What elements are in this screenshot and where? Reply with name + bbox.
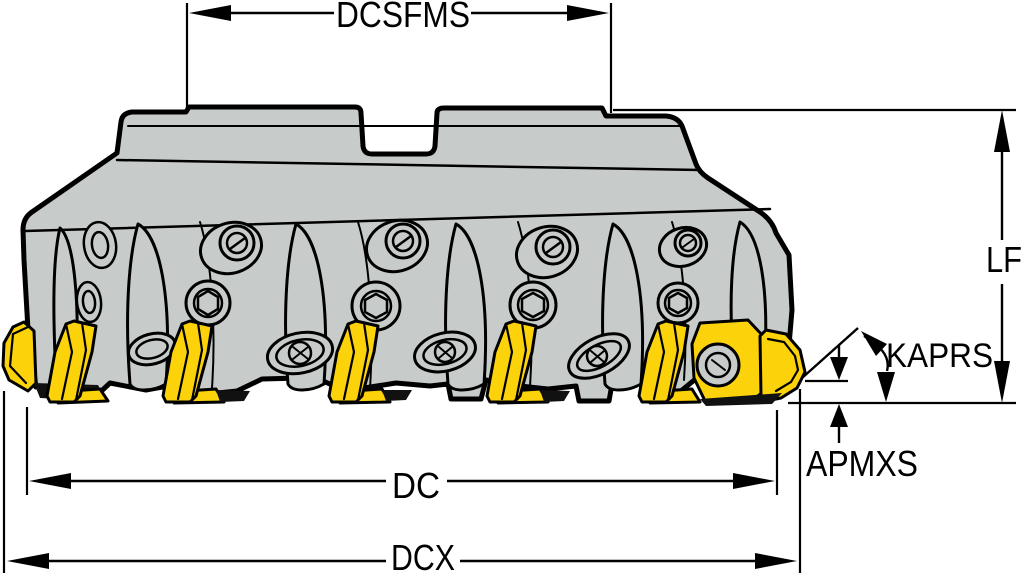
insert-profile-left: [1, 320, 38, 393]
dimension-dcsfms: DCSFMS: [185, 0, 613, 113]
arrowhead-down: [994, 361, 1010, 403]
top-clamp-screws: [75, 218, 709, 324]
arrowhead-left: [189, 5, 231, 21]
insert-profile-right: [700, 328, 807, 406]
dimension-kaprs: KAPRS: [801, 327, 993, 402]
arrowhead-right: [755, 553, 797, 569]
hex-socket-screws: [184, 279, 700, 332]
dimension-dcx: DCX: [2, 389, 802, 578]
label-lf: LF: [986, 239, 1022, 280]
arrowhead-right: [733, 473, 775, 489]
insert-b: [161, 319, 250, 405]
cutting-inserts: [1, 318, 807, 406]
arrowhead-apmxs-down: [830, 357, 848, 380]
arrowhead-left: [29, 473, 71, 489]
label-dc: DC: [392, 465, 440, 506]
label-dcx: DCX: [391, 537, 455, 578]
arrowhead-left: [7, 553, 49, 569]
arrowhead-arc-upper: [861, 331, 887, 356]
insert-front-right: [690, 318, 768, 405]
arrowhead-apmxs-up: [830, 404, 848, 427]
dimension-dc: DC: [25, 407, 779, 506]
dimension-lf: LF: [613, 108, 1022, 405]
insert-e: [637, 319, 702, 405]
insert-d: [485, 319, 570, 405]
label-dcsfms: DCSFMS: [336, 0, 470, 35]
cutter-body: [1, 104, 807, 406]
insert-a: [45, 319, 110, 405]
dimension-apmxs: APMXS: [805, 345, 918, 484]
insert-clamps: [126, 330, 631, 380]
label-kaprs: KAPRS: [886, 337, 993, 375]
arrowhead-arc-lower: [877, 372, 895, 402]
arrowhead-up: [994, 110, 1010, 152]
arrowhead-right: [567, 5, 609, 21]
insert-c: [327, 319, 412, 405]
label-apmxs: APMXS: [806, 443, 918, 484]
